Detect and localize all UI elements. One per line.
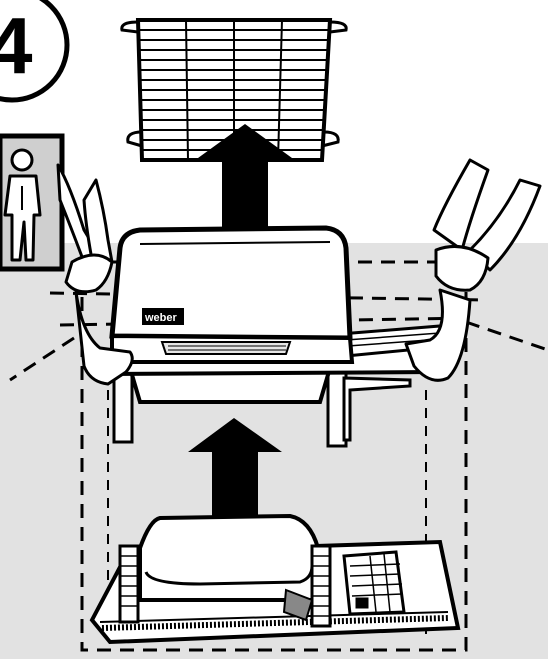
left-arm: [56, 163, 134, 386]
right-arm: [404, 158, 542, 382]
lift-arrow-bottom: [188, 418, 282, 542]
step-number: 4: [0, 1, 33, 90]
step-badge: 4: [0, 0, 70, 103]
lift-arrow-top: [198, 124, 292, 228]
brand-logo-text: weber: [144, 312, 178, 324]
brand-plate: [142, 308, 184, 325]
grill-body: weber: [101, 225, 453, 448]
one-person-icon: [0, 133, 65, 272]
packaging-base: [89, 513, 461, 645]
